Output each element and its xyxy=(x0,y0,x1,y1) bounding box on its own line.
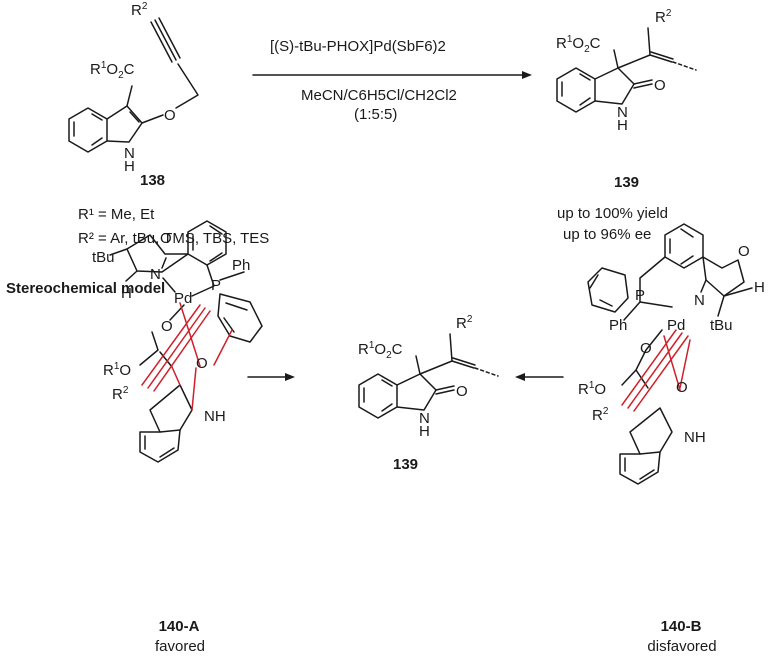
compound-id-139-top: 139 xyxy=(614,174,640,191)
svg-text:H: H xyxy=(754,279,765,296)
svg-text:O: O xyxy=(164,107,176,124)
svg-text:O: O xyxy=(161,318,173,335)
svg-text:N: N xyxy=(124,145,135,162)
svg-text:NH: NH xyxy=(684,429,706,446)
svg-text:R1O2C: R1O2C xyxy=(358,340,403,361)
structure-139-center: R1O2C R2 O N H xyxy=(358,314,499,440)
svg-text:H: H xyxy=(124,158,135,175)
svg-text:tBu: tBu xyxy=(710,317,733,334)
label-favored: favored xyxy=(154,638,206,655)
svg-text:Ph: Ph xyxy=(232,257,250,274)
svg-text:O: O xyxy=(160,230,172,247)
label-disfavored: disfavored xyxy=(647,638,717,655)
svg-text:O: O xyxy=(676,379,688,396)
svg-text:R2: R2 xyxy=(655,8,672,26)
compound-id-138: 138 xyxy=(140,172,166,189)
svg-text:N: N xyxy=(150,266,161,283)
svg-text:O: O xyxy=(196,355,208,372)
solvent-ratio: (1:5:5) xyxy=(354,106,398,123)
svg-text:tBu: tBu xyxy=(92,249,115,266)
svg-text:O: O xyxy=(654,77,666,94)
svg-text:R1O: R1O xyxy=(578,380,606,398)
svg-text:R1O: R1O xyxy=(103,361,131,379)
svg-text:R2: R2 xyxy=(112,385,129,403)
model-heading: Stereochemical model xyxy=(6,280,166,297)
svg-text:P: P xyxy=(211,277,221,294)
svg-text:N: N xyxy=(617,104,628,121)
compound-id-140-A: 140-A xyxy=(158,618,200,635)
svg-text:O: O xyxy=(456,383,468,400)
catalyst-label: [(S)-tBu-PHOX]Pd(SbF6)2 xyxy=(270,38,446,55)
ee-label: up to 96% ee xyxy=(563,226,652,243)
svg-text:N: N xyxy=(419,410,430,427)
svg-text:N: N xyxy=(694,292,705,309)
solvent-label: MeCN/C6H5Cl/CH2Cl2 xyxy=(301,87,457,104)
svg-text:O: O xyxy=(640,340,652,357)
svg-text:NH: NH xyxy=(204,408,226,425)
svg-text:R1O2C: R1O2C xyxy=(556,34,601,55)
svg-text:R2: R2 xyxy=(456,314,473,332)
structure-140-B: O N P Ph Pd H tBu O R1O O R2 NH xyxy=(578,223,765,485)
svg-text:H: H xyxy=(121,285,132,302)
r1-definition: R¹ = Me, Et xyxy=(78,206,155,223)
svg-text:H: H xyxy=(419,423,430,440)
compound-id-140-B: 140-B xyxy=(660,618,702,635)
svg-text:R1O2C: R1O2C xyxy=(90,60,135,81)
compound-id-139-center: 139 xyxy=(393,456,419,473)
r2-definition: R² = Ar, tBu, TMS, TBS, TES xyxy=(78,230,270,247)
svg-text:H: H xyxy=(617,117,628,134)
svg-text:P: P xyxy=(635,287,645,304)
yield-label: up to 100% yield xyxy=(557,205,668,222)
svg-text:R2: R2 xyxy=(592,406,609,424)
structure-139-top: R1O2C R2 O N H xyxy=(556,8,697,134)
svg-text:R2: R2 xyxy=(131,1,148,19)
structure-140-A: O N P Ph tBu H Pd O R1O O R2 NH xyxy=(92,220,263,463)
svg-text:Ph: Ph xyxy=(609,317,627,334)
svg-text:Pd: Pd xyxy=(667,317,685,334)
svg-text:O: O xyxy=(738,243,750,260)
svg-text:Pd: Pd xyxy=(174,290,192,307)
structure-138: R1O2C O N H R2 xyxy=(68,1,199,175)
